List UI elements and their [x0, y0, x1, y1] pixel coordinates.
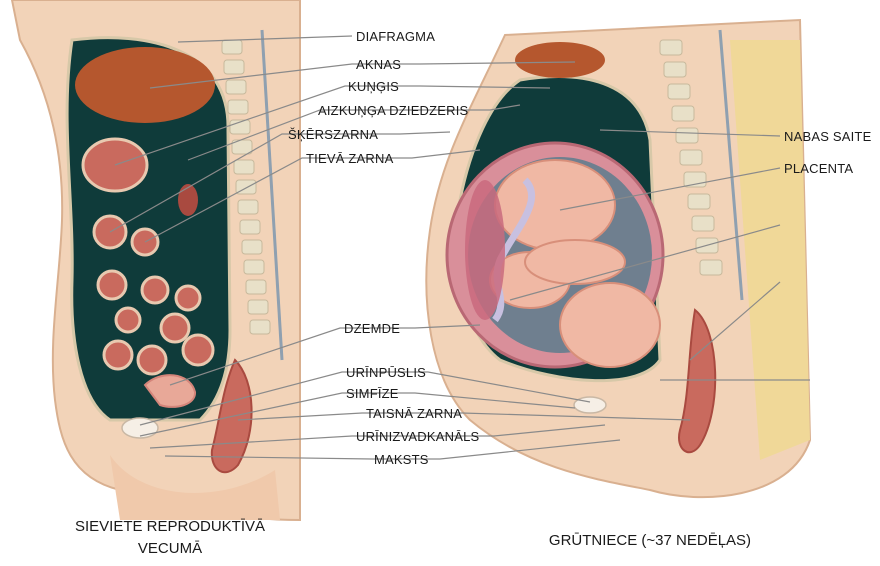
left-intestine-loop [116, 308, 140, 332]
label-tieva-zarna: TIEVĀ ZARNA [306, 151, 393, 166]
left-intestine-loop [98, 271, 126, 299]
caption-left-line1: SIEVIETE REPRODUKTĪVĀ [40, 516, 300, 538]
left-intestine-loop [138, 346, 166, 374]
label-kungis: KUŅĢIS [348, 79, 399, 94]
left-liver [75, 47, 215, 123]
left-intestine-loop [161, 314, 189, 342]
left-intestine-loop [183, 335, 213, 365]
label-aknas: AKNAS [356, 57, 401, 72]
label-skerszarna: ŠĶĒRSZARNA [288, 127, 378, 142]
right-placenta [465, 180, 505, 320]
caption-right: GRŪTNIECE (~37 NEDĒĻAS) [500, 530, 800, 552]
label-diafragma: DIAFRAGMA [356, 29, 435, 44]
label-urinizvadkanals: URĪNIZVADKANĀLS [356, 429, 479, 444]
label-maksts: MAKSTS [374, 452, 429, 467]
left-intestine-loop [104, 341, 132, 369]
label-urinpuslis: URĪNPŪSLIS [346, 365, 426, 380]
right-figure [426, 20, 810, 497]
label-aizkunga-dziedzeris: AIZKUŅĢA DZIEDZERIS [318, 103, 468, 118]
left-bladder [122, 418, 158, 438]
left-intestine-loop [142, 277, 168, 303]
label-nabas-saite: NABAS SAITE [784, 129, 871, 144]
caption-left: SIEVIETE REPRODUKTĪVĀ VECUMĀ [40, 516, 300, 560]
left-kidney [178, 184, 198, 216]
label-dzemde: DZEMDE [344, 321, 400, 336]
caption-left-line2: VECUMĀ [40, 538, 300, 560]
left-intestine-loop [176, 286, 200, 310]
right-liver [515, 42, 605, 78]
label-simfize: SIMFĪZE [346, 386, 399, 401]
label-placenta: PLACENTA [784, 161, 853, 176]
label-taisna-zarna: TAISNĀ ZARNA [366, 406, 462, 421]
